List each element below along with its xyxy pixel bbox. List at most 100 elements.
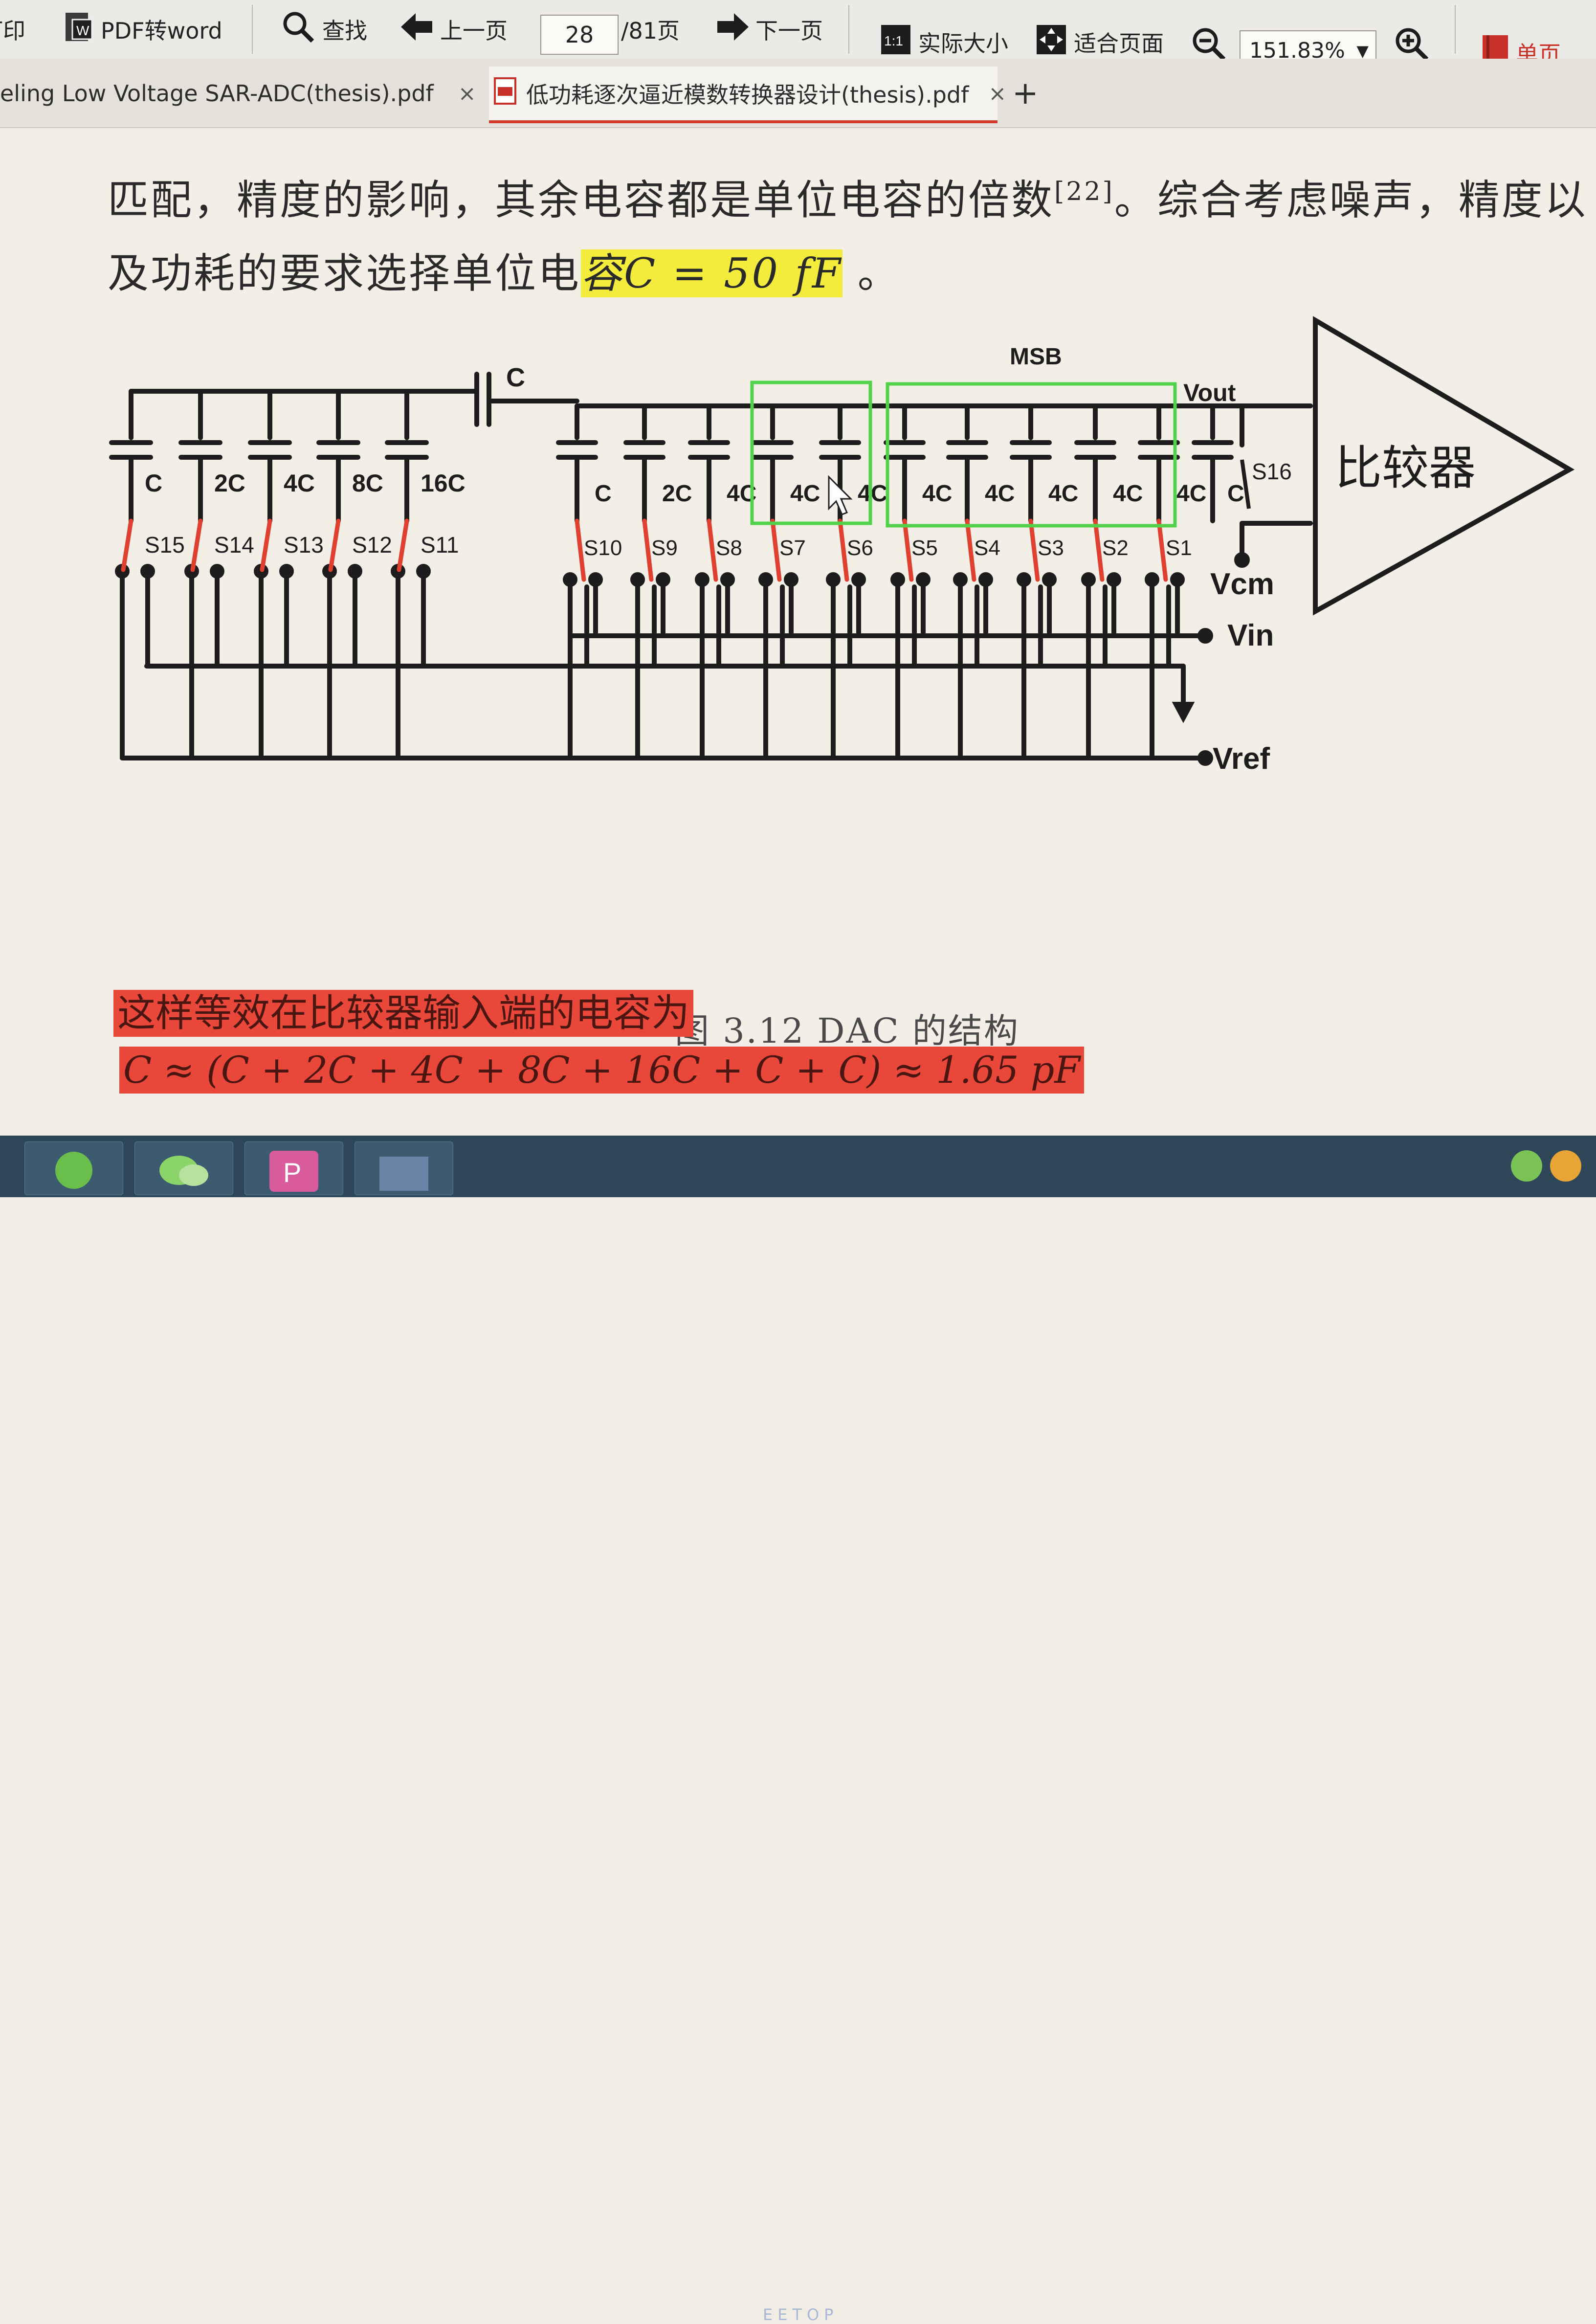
switch-arm <box>328 518 341 572</box>
switch-label: S6 <box>847 536 873 560</box>
tray-status-icon[interactable] <box>1511 1150 1542 1182</box>
arrow-left-icon <box>401 13 433 46</box>
reader-icon: P <box>269 1151 318 1192</box>
switch-label: S14 <box>214 532 254 558</box>
document-page: 匹配，精度的影响，其余电容都是单位电容的倍数[22]。综合考虑噪声，精度以 及功… <box>0 128 1596 1136</box>
text-run: 。综合考虑噪声，精度以 <box>1114 176 1588 224</box>
capacitor-label: 4C <box>922 481 952 507</box>
zoom-out-button[interactable] <box>1191 23 1226 68</box>
prev-page-label: 上一页 <box>440 18 508 44</box>
capacitor-label: 4C <box>858 481 887 507</box>
switch-arm <box>260 518 272 572</box>
capacitor-label: 2C <box>662 481 692 507</box>
page-number-input[interactable]: 28 <box>540 15 619 55</box>
switch-arm <box>838 518 849 582</box>
switch-arm <box>397 518 409 572</box>
comparator-label: 比较器 <box>1335 442 1476 494</box>
taskbar-app-wechat[interactable] <box>134 1141 233 1195</box>
bridge-cap-label: C <box>506 363 525 392</box>
next-page-button[interactable]: 下一页 <box>716 7 823 52</box>
tab-sar-adc-low-voltage[interactable]: eling Low Voltage SAR-ADC(thesis).pdf × <box>0 67 476 120</box>
zoom-in-button[interactable] <box>1394 23 1429 68</box>
tray-network-icon[interactable] <box>1550 1150 1581 1182</box>
capacitor-label: C <box>595 481 612 507</box>
switch-arm <box>1240 459 1251 509</box>
chevron-down-icon: ▼ <box>1356 42 1369 60</box>
paragraph-line-2: 及功耗的要求选择单位电容C = 50 fF 。 <box>108 241 901 300</box>
vref-label: Vref <box>1213 742 1270 776</box>
vin-terminal <box>1197 628 1213 644</box>
toolbar-divider <box>1455 5 1456 54</box>
svg-text:W: W <box>76 23 89 38</box>
new-tab-button[interactable]: + <box>1012 67 1039 120</box>
watermark-text: EETOP <box>763 2305 839 2324</box>
highlighted-text: 容C = 50 fF <box>581 249 843 297</box>
switch-label: S7 <box>779 536 806 560</box>
switch-arm <box>190 518 203 572</box>
switch-label: S4 <box>974 536 1000 560</box>
arrow-icon <box>1172 702 1195 723</box>
msb-label: MSB <box>1010 344 1062 370</box>
switch-label: S3 <box>1038 536 1064 560</box>
print-label: 打印 <box>0 18 25 44</box>
capacitor-label: 4C <box>790 481 820 507</box>
zoom-in-icon <box>1394 26 1429 67</box>
tab-label: 低功耗逐次逼近模数转换器设计(thesis).pdf <box>526 82 969 108</box>
tab-bar: eling Low Voltage SAR-ADC(thesis).pdf × … <box>0 59 1596 128</box>
comparator-symbol <box>1313 316 1575 616</box>
vin-label: Vin <box>1227 619 1274 652</box>
fit-page-label: 适合页面 <box>1074 30 1164 57</box>
tab-low-power-sar-adc[interactable]: 低功耗逐次逼近模数转换器设计(thesis).pdf × <box>489 67 1006 123</box>
citation-ref: [22] <box>1054 177 1114 206</box>
capacitor-label: 4C <box>1048 481 1078 507</box>
vout-label: Vout <box>1183 379 1236 406</box>
print-button[interactable]: 打印 <box>0 7 25 52</box>
switch-label: S9 <box>651 536 678 560</box>
text-run: 匹配，精度的影响，其余电容都是单位电容的倍数 <box>108 176 1055 224</box>
paragraph-line-1: 匹配，精度的影响，其余电容都是单位电容的倍数[22]。综合考虑噪声，精度以 <box>108 167 1588 226</box>
switch-label: S15 <box>145 532 185 558</box>
actual-size-icon: 1:1 <box>880 24 911 61</box>
red-highlight-line-2: C ≈ (C + 2C + 4C + 8C + 16C + C + C) ≈ 1… <box>119 1047 1084 1094</box>
switch-arm <box>1028 518 1040 582</box>
capacitor-label: 4C <box>1113 481 1143 507</box>
svg-text:P: P <box>283 1157 301 1188</box>
highlight-box <box>886 382 1177 528</box>
taskbar-app-browser[interactable] <box>24 1141 123 1195</box>
page-total-label: /81页 <box>621 18 680 44</box>
switch-arm <box>1093 518 1105 582</box>
arrow-right-icon <box>716 13 749 46</box>
chat-icon <box>159 1156 208 1186</box>
page-total: /81页 <box>621 7 680 52</box>
capacitor-label: C <box>145 469 162 497</box>
fit-page-button[interactable]: 适合页面 <box>1036 20 1164 65</box>
capacitor-label: C <box>1227 481 1244 507</box>
vcm-terminal <box>1234 552 1250 568</box>
prev-page-button[interactable]: 上一页 <box>401 7 508 52</box>
dac-circuit-diagram: CCS152CS144CS138CS1216CS11CS102CS94CS84C… <box>109 316 1575 776</box>
close-icon[interactable]: × <box>988 81 1007 106</box>
switch-arm <box>121 518 133 572</box>
switch-label: S13 <box>284 532 324 558</box>
find-button[interactable]: 查找 <box>281 7 367 52</box>
actual-size-button[interactable]: 1:1 实际大小 <box>880 20 1008 65</box>
switch-label: S11 <box>421 532 459 558</box>
plus-icon: + <box>1012 75 1039 112</box>
switch-label: S12 <box>352 532 392 558</box>
taskbar-app-reader[interactable]: P <box>244 1141 343 1195</box>
highlight-box <box>750 380 872 525</box>
text-run: 。 <box>842 249 901 297</box>
figure-caption: 图 3.12 DAC 的结构 <box>675 1011 1020 1051</box>
pdf-to-word-button[interactable]: W PDF转word <box>64 7 222 52</box>
tab-label: eling Low Voltage SAR-ADC(thesis).pdf <box>0 80 434 107</box>
taskbar-app-explorer[interactable] <box>355 1141 453 1195</box>
capacitor-label: 4C <box>985 481 1015 507</box>
switch-arm <box>770 518 782 582</box>
search-icon <box>281 10 315 49</box>
zoom-out-icon <box>1191 26 1226 67</box>
fit-page-icon <box>1036 24 1067 61</box>
folder-icon <box>379 1157 428 1191</box>
close-icon[interactable]: × <box>458 81 476 106</box>
switch-arm <box>575 518 586 582</box>
switch-label: S5 <box>911 536 938 560</box>
